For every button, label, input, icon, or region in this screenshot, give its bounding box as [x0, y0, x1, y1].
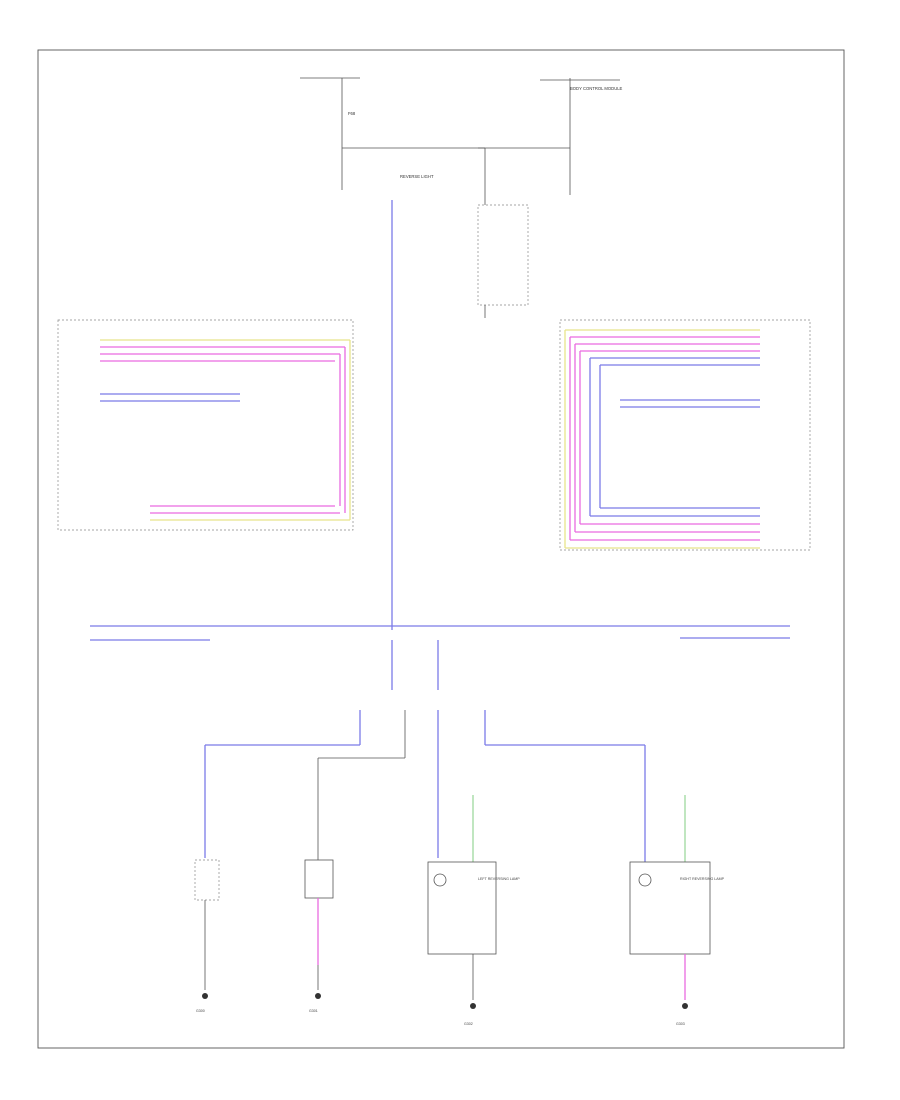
- left-module: [57, 319, 354, 531]
- right-reversing-lamp: RIGHT REVERSING LAMP G303: [629, 861, 725, 1026]
- ground-c-label: G300: [196, 1009, 205, 1013]
- fuse-label: F68: [348, 111, 356, 116]
- fuse-block: F68: [300, 77, 620, 195]
- lamp-feeds: [204, 640, 686, 862]
- diagram-frame: [37, 49, 845, 1049]
- left-reversing-lamp: LEFT REVERSING LAMP G302: [427, 861, 520, 1026]
- right-reversing-lamp-label: RIGHT REVERSING LAMP: [680, 877, 725, 881]
- lamp-icon: [433, 873, 447, 887]
- ground-f-icon: [682, 1003, 688, 1009]
- lamp-icon: [638, 873, 652, 887]
- right-module: [559, 319, 811, 551]
- main-wire-vertical: REVERSE LIGHT: [391, 174, 434, 630]
- ground-c-icon: [202, 993, 208, 999]
- ground-e-icon: [470, 1003, 476, 1009]
- ground-e-label: G302: [464, 1022, 473, 1026]
- reverse-light-label: REVERSE LIGHT: [400, 174, 434, 179]
- horizontal-bus: [90, 625, 790, 641]
- center-switch: [477, 148, 529, 318]
- ground-d-icon: [315, 993, 321, 999]
- ground-f-label: G303: [676, 1022, 685, 1026]
- left-switch-lamp: G300: [194, 859, 220, 1013]
- second-lamp: G301: [304, 859, 334, 1013]
- ground-d-label: G301: [309, 1009, 318, 1013]
- left-reversing-lamp-label: LEFT REVERSING LAMP: [478, 877, 520, 881]
- body-control-module-label: BODY CONTROL MODULE: [570, 86, 623, 91]
